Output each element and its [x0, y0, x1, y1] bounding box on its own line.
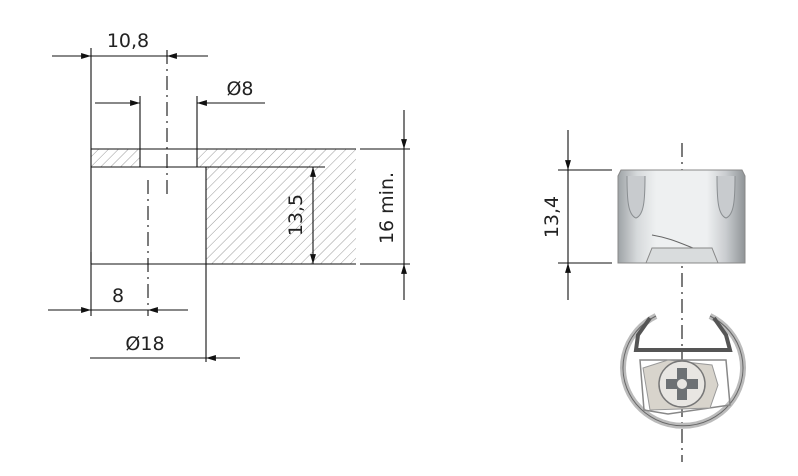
- dimension-panel-thickness: 16 min.: [376, 110, 407, 300]
- dimension-fitting-height: 13,4: [541, 130, 571, 300]
- fitting-views: 13,4: [541, 130, 746, 462]
- dim-label: Ø18: [125, 333, 164, 355]
- dimension-10-8: 10,8: [52, 30, 208, 59]
- hatched-panel: [91, 149, 356, 264]
- dim-label: 10,8: [107, 30, 149, 52]
- dim-label: Ø8: [226, 78, 253, 100]
- dim-label: 13,5: [285, 194, 307, 236]
- dimension-bore-diameter: Ø18: [90, 333, 240, 361]
- section-view: 10,8 Ø8 13,5 16 min. 8: [48, 30, 410, 362]
- dimension-hole-diameter: Ø8: [95, 78, 265, 106]
- dimension-depth: 13,5: [285, 167, 316, 264]
- fitting-side-view: [617, 169, 746, 264]
- dim-label: 16 min.: [376, 172, 398, 244]
- dim-label: 8: [112, 285, 124, 307]
- dim-label: 13,4: [541, 196, 563, 238]
- dimension-edge-distance: 8: [48, 285, 188, 313]
- fitting-top-view: [620, 313, 746, 429]
